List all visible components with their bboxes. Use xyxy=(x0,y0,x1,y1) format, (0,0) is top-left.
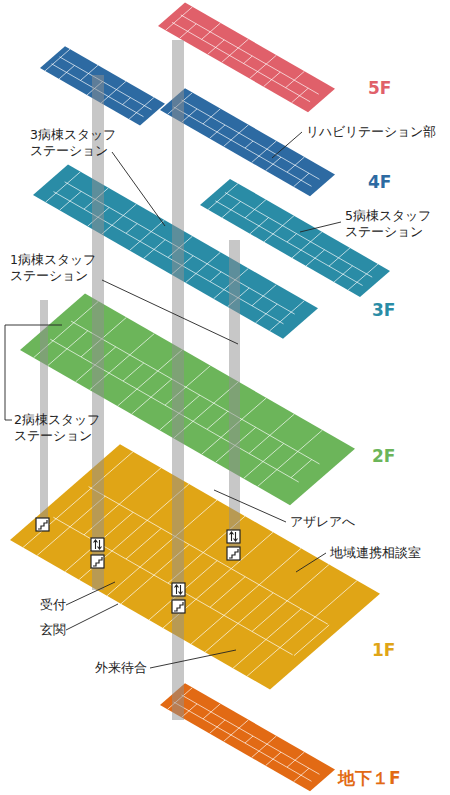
leader-line xyxy=(102,280,238,344)
callout-label: アザレアへ xyxy=(290,514,355,530)
callout-label: 3病棟スタッフ ステーション xyxy=(30,127,116,158)
room-lines xyxy=(166,7,319,103)
floor-label: 5F xyxy=(368,78,391,99)
floor-label: 2F xyxy=(372,446,395,467)
callout-label: 5病棟スタッフ ステーション xyxy=(345,208,431,239)
stairs-icon xyxy=(172,600,185,613)
elevator-icon xyxy=(172,583,185,596)
callout-label: 1病棟スタッフ ステーション xyxy=(10,252,96,283)
elevator-icon xyxy=(91,538,104,551)
room-lines xyxy=(168,93,320,187)
elevator-icon xyxy=(227,530,240,543)
floor-outline xyxy=(160,683,335,791)
room-lines xyxy=(168,688,320,782)
callout-label: 玄関 xyxy=(40,622,66,638)
floor-slab xyxy=(10,444,380,689)
stairs-icon xyxy=(36,518,49,531)
leader-line xyxy=(296,553,326,572)
floor-slab xyxy=(158,3,335,113)
callout-label: 地域連携相談室 xyxy=(330,545,421,561)
leader-line xyxy=(150,650,236,668)
shaft-column xyxy=(40,300,48,520)
leader-line xyxy=(112,152,165,226)
leader-line xyxy=(5,325,62,420)
callout-label: リハビリテーション部 xyxy=(306,124,436,140)
leader-line xyxy=(272,132,302,158)
stairs-icon xyxy=(91,555,104,568)
callout-label: 外来待合 xyxy=(95,660,147,676)
leader-line xyxy=(214,490,286,522)
floor-label: 地下１F xyxy=(338,768,401,789)
floor-slab xyxy=(20,293,355,505)
floor-label: 1F xyxy=(372,640,395,661)
leader-line xyxy=(66,604,118,630)
shaft-column xyxy=(229,240,240,560)
floor-outline xyxy=(158,3,335,113)
floor-label: 4F xyxy=(368,172,391,193)
floor-outline xyxy=(10,444,380,689)
floor-slab xyxy=(160,683,335,791)
floor-outline xyxy=(20,293,355,505)
floor-label: 3F xyxy=(372,300,395,321)
leader-line xyxy=(66,582,115,605)
shaft-column xyxy=(172,40,184,720)
callout-label: 受付 xyxy=(40,597,66,613)
callout-label: 2病棟スタッフ ステーション xyxy=(14,412,100,443)
stairs-icon xyxy=(227,547,240,560)
leader-line xyxy=(300,222,341,232)
